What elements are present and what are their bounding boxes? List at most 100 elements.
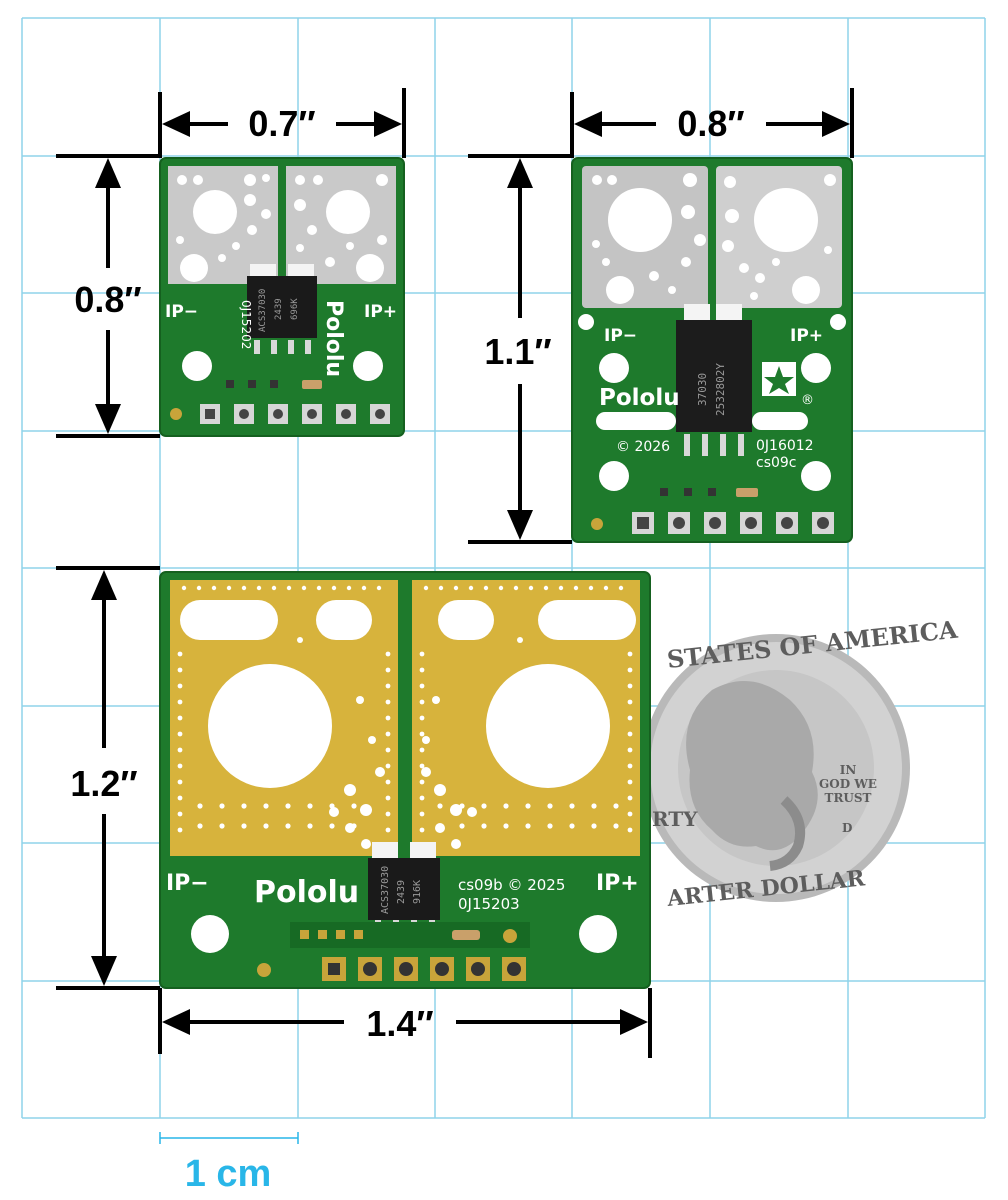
large-board: ACS37030 2439 916K IP− IP+ Pololu cs09b …: [159, 571, 651, 989]
perforation-dot: [423, 585, 429, 591]
perforation-dot: [346, 585, 352, 591]
small-brand-label: Pololu: [321, 300, 346, 377]
perforation-dot: [177, 667, 183, 673]
perforation-dot: [241, 823, 247, 829]
perforation-dot: [211, 585, 217, 591]
perforation-dot: [451, 839, 461, 849]
scale-bar: [159, 1132, 299, 1144]
perforation-dot: [627, 683, 633, 689]
perforation-dot: [385, 827, 391, 833]
perforation-dot: [588, 585, 594, 591]
perforation-dot: [271, 585, 277, 591]
perforation-dot: [528, 585, 534, 591]
medium-part-label: 0J16012: [756, 438, 814, 454]
perforation-dot: [618, 585, 624, 591]
large-brand-label: Pololu: [254, 875, 359, 910]
perforation-dot: [226, 585, 232, 591]
coin-motto-3: TRUST: [825, 791, 872, 805]
large-rev-copyright-label: cs09b © 2025: [458, 876, 565, 894]
perforation-dot: [419, 651, 425, 657]
perforation-dot: [177, 827, 183, 833]
quarter-coin: STATES OF AMERICA IN GOD WE TRUST RTY AR…: [642, 615, 959, 912]
perforation-dot: [177, 779, 183, 785]
large-width-label: 1.4″: [366, 1003, 433, 1044]
perforation-dot: [241, 803, 247, 809]
perforation-dot: [450, 804, 462, 816]
perforation-dot: [307, 823, 313, 829]
medium-chip-marking-1: 37030: [696, 373, 709, 406]
perforation-dot: [385, 699, 391, 705]
perforation-dot: [435, 823, 445, 833]
perforation-dot: [385, 763, 391, 769]
perforation-dot: [419, 683, 425, 689]
medium-height-label: 1.1″: [484, 331, 551, 372]
small-chip-marking-3: 696K: [290, 298, 300, 320]
perforation-dot: [419, 827, 425, 833]
perforation-dot: [558, 585, 564, 591]
large-header-pins: [322, 957, 526, 981]
perforation-dot: [385, 651, 391, 657]
small-ip-plus-label: IP+: [364, 302, 397, 322]
perforation-dot: [329, 807, 339, 817]
small-chip-marking-1: ACS37030: [258, 289, 268, 332]
perforation-dot: [177, 811, 183, 817]
large-ip-plus-label: IP+: [596, 871, 639, 896]
medium-board: 37030 2532802Y IP− IP+ Pololu ® © 2026 0…: [571, 157, 853, 543]
perforation-dot: [385, 747, 391, 753]
perforation-dot: [376, 585, 382, 591]
perforation-dot: [351, 803, 357, 809]
medium-height-dimension: [468, 154, 572, 544]
perforation-dot: [177, 763, 183, 769]
perforation-dot: [177, 683, 183, 689]
perforation-dot: [481, 823, 487, 829]
perforation-dot: [360, 804, 372, 816]
small-board: ACS37030 2439 696K IP− IP+ Pololu 0J1520…: [159, 157, 405, 437]
small-part-label: 0J15202: [239, 300, 253, 349]
perforation-dot: [543, 585, 549, 591]
perforation-dot: [307, 803, 313, 809]
perforation-dot: [263, 803, 269, 809]
perforation-dot: [437, 803, 443, 809]
perforation-dot: [177, 699, 183, 705]
perforation-dot: [517, 637, 523, 643]
perforation-dot: [316, 585, 322, 591]
perforation-dot: [263, 823, 269, 829]
perforation-dot: [177, 651, 183, 657]
perforation-dot: [286, 585, 292, 591]
perforation-dot: [573, 585, 579, 591]
small-width-dimension: [158, 88, 406, 158]
large-height-dimension: [56, 566, 160, 990]
coin-motto-1: IN: [840, 763, 857, 777]
perforation-dot: [385, 779, 391, 785]
medium-width-label: 0.8″: [677, 103, 744, 144]
perforation-dot: [627, 811, 633, 817]
perforation-dot: [613, 823, 619, 829]
perforation-dot: [569, 803, 575, 809]
perforation-dot: [547, 803, 553, 809]
small-height-label: 0.8″: [74, 279, 141, 320]
perforation-dot: [419, 699, 425, 705]
perforation-dot: [613, 803, 619, 809]
perforation-dot: [419, 763, 425, 769]
large-part-label: 0J15203: [458, 895, 520, 913]
medium-header-pins: [632, 512, 834, 534]
perforation-dot: [525, 823, 531, 829]
coin-left-text: RTY: [652, 807, 698, 831]
perforation-dot: [419, 795, 425, 801]
large-width-dimension: [158, 988, 652, 1058]
perforation-dot: [385, 715, 391, 721]
perforation-dot: [177, 715, 183, 721]
medium-ip-minus-label: IP−: [604, 326, 637, 346]
medium-ip-plus-label: IP+: [790, 326, 823, 346]
large-ip-minus-label: IP−: [166, 871, 209, 896]
perforation-dot: [219, 803, 225, 809]
perforation-dot: [385, 683, 391, 689]
perforation-dot: [627, 715, 633, 721]
coin-motto-2: GOD WE: [819, 777, 877, 791]
perforation-dot: [467, 807, 477, 817]
perforation-dot: [256, 585, 262, 591]
perforation-dot: [385, 667, 391, 673]
perforation-dot: [483, 585, 489, 591]
perforation-dot: [503, 803, 509, 809]
